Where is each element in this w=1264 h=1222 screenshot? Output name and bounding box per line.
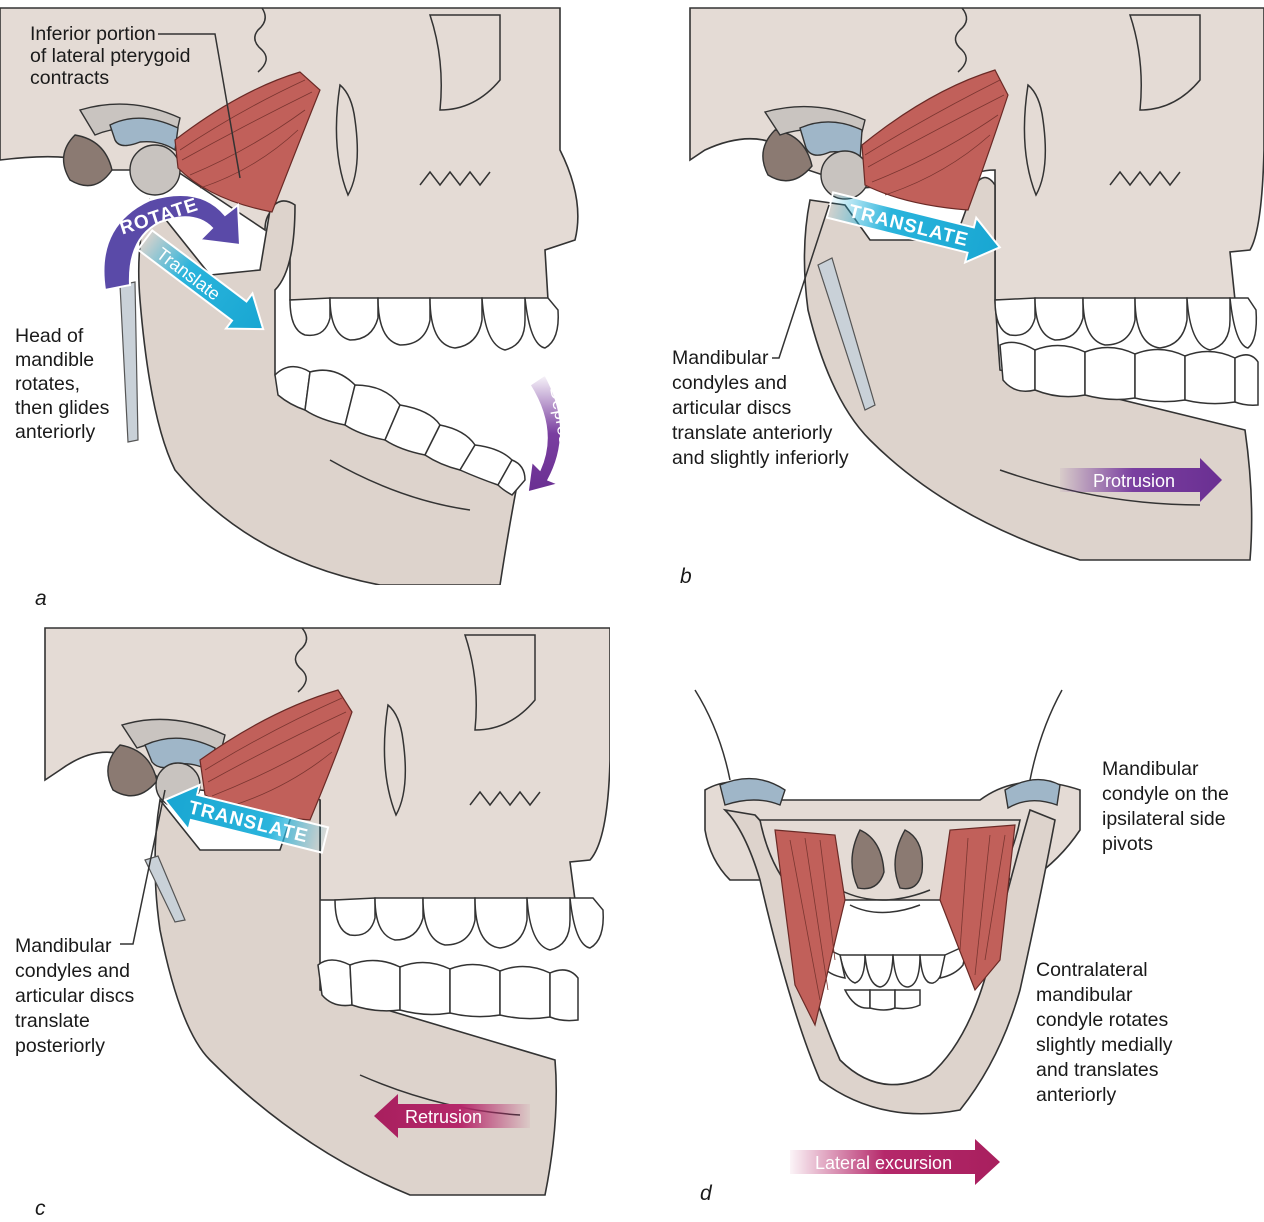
head-label-panel-a: Head of mandible rotates, then glides an…	[15, 325, 115, 443]
contralateral-label-line-1: Contralateral	[1036, 959, 1148, 981]
teeth-panel-d	[818, 945, 967, 1010]
contralateral-label-line-2: mandibular	[1036, 984, 1133, 1006]
condyle-label-c-line-5: posteriorly	[15, 1035, 105, 1057]
panel-letter-c: c	[35, 1197, 46, 1220]
condyle-label-b-line-4: translate anteriorly	[672, 422, 833, 444]
condyle-label-c-line-3: articular discs	[15, 985, 134, 1007]
head-label-line-2: mandible	[15, 349, 94, 371]
muscle-label-line-2: of lateral pterygoid	[30, 45, 190, 67]
panel-a: ROTATE Translate Depression	[0, 8, 582, 585]
panel-d: Lateral excursion	[695, 690, 1080, 1185]
contralateral-label-line-4: slightly medially	[1036, 1034, 1173, 1056]
condyle-label-b-line-5: and slightly inferiorly	[672, 447, 849, 469]
condyle-label-b-line-2: condyles and	[672, 372, 787, 394]
condyle-label-panel-c: Mandibular condyles and articular discs …	[15, 935, 140, 1057]
ipsilateral-label-line-3: ipsilateral side	[1102, 808, 1226, 830]
lateral-excursion-arrow: Lateral excursion	[790, 1139, 1000, 1185]
ipsilateral-label-panel-d: Mandibular condyle on the ipsilateral si…	[1102, 758, 1234, 855]
upper-teeth-panel-b	[995, 298, 1256, 350]
depression-arrow: Depression	[528, 375, 582, 492]
condyle-label-c-line-2: condyles and	[15, 960, 130, 982]
head-label-line-3: rotates,	[15, 373, 80, 395]
panel-b: TRANSLATE Protrusion	[690, 8, 1264, 560]
condyle-label-c-line-1: Mandibular	[15, 935, 112, 957]
head-label-line-5: anteriorly	[15, 421, 95, 443]
ipsilateral-label-line-2: condyle on the	[1102, 783, 1229, 805]
retrusion-arrow-label: Retrusion	[405, 1107, 482, 1127]
head-label-line-1: Head of	[15, 325, 84, 347]
panel-letter-b: b	[680, 565, 692, 588]
muscle-label-line-3: contracts	[30, 67, 109, 89]
ipsilateral-label-line-4: pivots	[1102, 833, 1153, 855]
head-label-line-4: then glides	[15, 397, 110, 419]
lateral-excursion-arrow-label: Lateral excursion	[815, 1153, 952, 1173]
condyle-label-b-line-1: Mandibular	[672, 347, 769, 369]
contralateral-label-line-5: and translates	[1036, 1059, 1159, 1081]
condyle-label-b-line-3: articular discs	[672, 397, 791, 419]
muscle-label-line-1: Inferior portion	[30, 23, 156, 45]
contralateral-label-line-6: anteriorly	[1036, 1084, 1116, 1106]
protrusion-arrow-label: Protrusion	[1093, 471, 1175, 491]
panel-letter-a: a	[35, 587, 47, 610]
contralateral-label-line-3: condyle rotates	[1036, 1009, 1168, 1031]
contralateral-label-panel-d: Contralateral mandibular condyle rotates…	[1036, 959, 1178, 1106]
panel-letter-d: d	[700, 1182, 713, 1205]
upper-teeth-panel-c	[335, 898, 603, 950]
panel-c: TRANSLATE Retrusion	[45, 628, 610, 1195]
condyle-label-c-line-4: translate	[15, 1010, 90, 1032]
ipsilateral-label-line-1: Mandibular	[1102, 758, 1199, 780]
upper-teeth-panel-a	[290, 298, 558, 350]
condyle-label-panel-b: Mandibular condyles and articular discs …	[672, 347, 849, 469]
